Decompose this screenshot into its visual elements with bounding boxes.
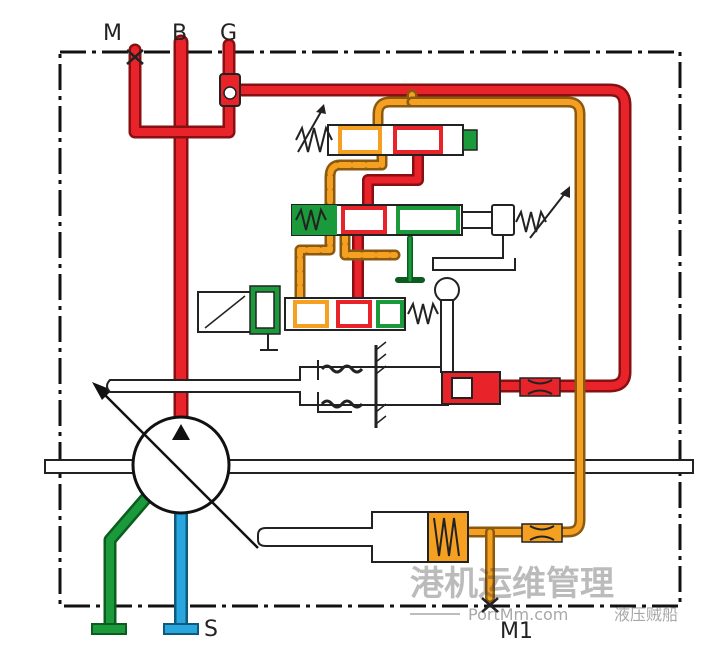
measuring-point-m-marker: [126, 49, 144, 65]
tank-symbol-drain: [91, 623, 127, 635]
load-sensing-valve: [291, 186, 570, 271]
port-label-b: B: [172, 21, 187, 46]
drain-lines: [103, 235, 425, 632]
pressure-lines: [128, 34, 632, 438]
watermark: 港机运维管理 PortMm.com 液压贼船: [410, 564, 678, 624]
pressure-compensator-valve: [295, 104, 478, 156]
watermark-site: PortMm.com: [468, 605, 568, 624]
servo-piston-assembly: [106, 341, 501, 428]
variable-displacement-arrow: [97, 387, 259, 549]
port-label-s: S: [204, 617, 218, 642]
compensator-spring: [295, 125, 333, 153]
check-valve-g: [219, 73, 241, 107]
watermark-tagline: 液压贼船: [614, 605, 678, 624]
port-label-g: G: [220, 21, 237, 46]
control-cylinder: [257, 511, 469, 563]
control-rod: [257, 511, 429, 563]
feedback-ball: [434, 277, 460, 303]
feedback-rod: [440, 299, 454, 373]
servo-rod: [106, 366, 449, 406]
orifice-red: [519, 377, 561, 397]
power-control-valve: [197, 277, 460, 373]
watermark-title: 港机运维管理: [410, 564, 614, 604]
pump-assembly-boundary: [58, 50, 682, 608]
port-label-m1: M1: [500, 619, 533, 644]
ls-lever: [432, 235, 516, 271]
orifice-orange: [521, 523, 563, 543]
port-label-m: M: [103, 21, 122, 46]
power-spring: [407, 301, 439, 325]
servo-spring: [320, 364, 364, 374]
ls-spring: [515, 209, 547, 233]
tank-symbol-suction: [163, 623, 199, 635]
variable-displacement-pump: [92, 382, 259, 549]
pump-flow-direction-triangle: [172, 424, 190, 440]
measuring-point-m1-marker: [481, 597, 499, 613]
